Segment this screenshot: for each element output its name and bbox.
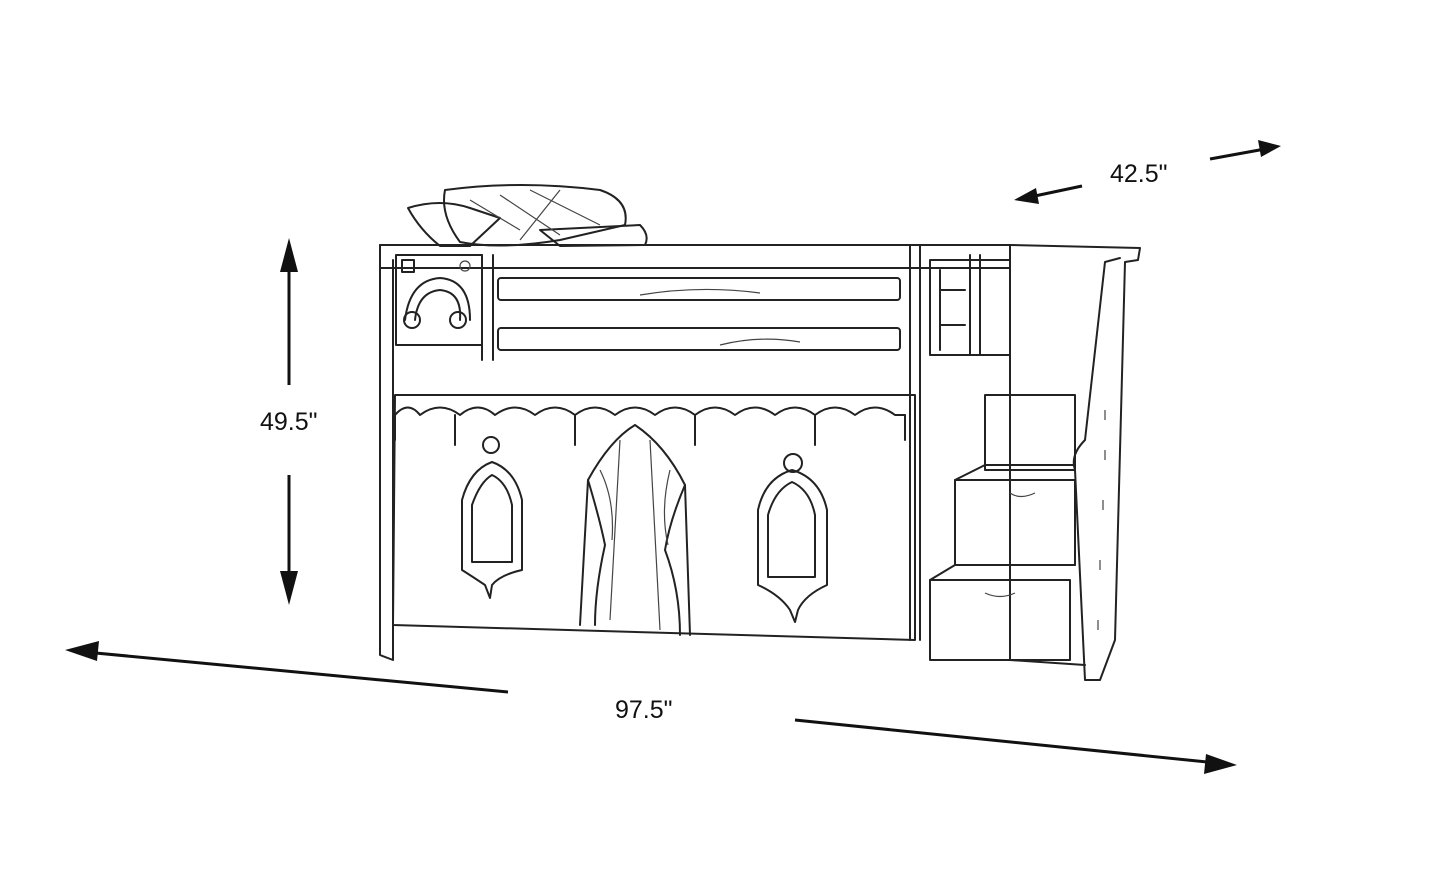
width-label: 97.5" (615, 696, 673, 724)
depth-arrow (1014, 140, 1281, 204)
height-arrow (280, 238, 298, 605)
height-label: 49.5" (260, 408, 318, 436)
pillows (407, 184, 648, 247)
depth-label: 42.5" (1110, 160, 1168, 188)
castle-curtain (392, 394, 916, 641)
width-arrow (65, 641, 1237, 774)
stair-unit (929, 244, 1141, 681)
